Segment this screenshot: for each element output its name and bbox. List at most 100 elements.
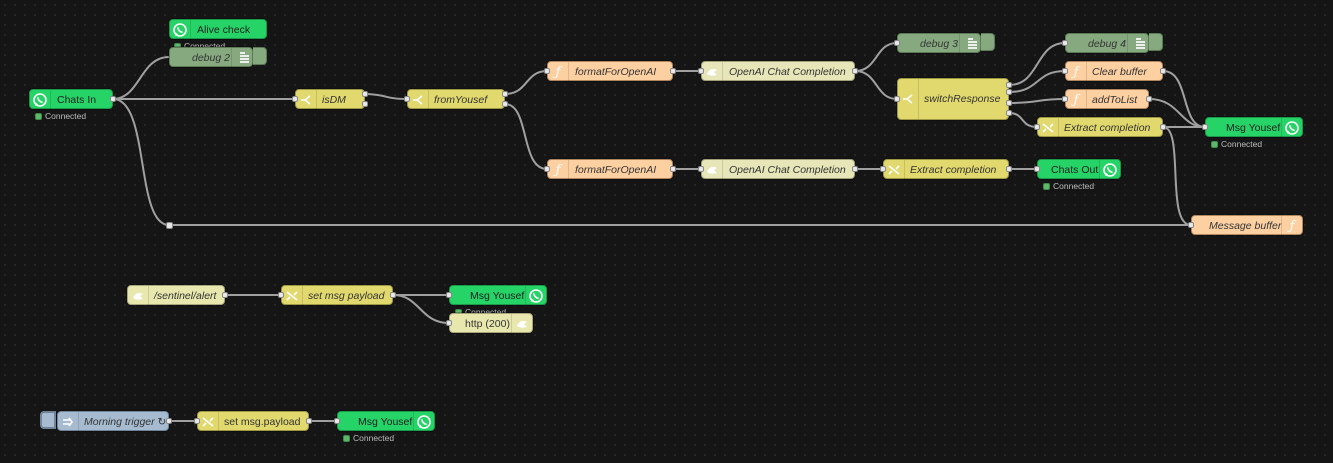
- alive-check-node[interactable]: Alive check: [169, 19, 267, 40]
- morning-trigger-node[interactable]: Morning trigger ↻: [57, 411, 169, 432]
- input-port[interactable]: [1202, 124, 1208, 130]
- output-port[interactable]: [852, 68, 858, 74]
- function-icon: ƒ: [1066, 90, 1087, 110]
- input-port[interactable]: [446, 292, 452, 298]
- input-port[interactable]: [880, 166, 886, 172]
- switch-icon: [898, 79, 919, 119]
- chats-in-node[interactable]: Chats In: [29, 89, 113, 110]
- input-port[interactable]: [894, 96, 900, 102]
- input-port[interactable]: [194, 418, 200, 424]
- output-port[interactable]: [222, 292, 228, 298]
- from-yousef-node[interactable]: fromYousef: [407, 89, 505, 110]
- whatsapp-icon: [525, 286, 546, 306]
- is-dm-node[interactable]: isDM: [295, 89, 365, 110]
- input-port[interactable]: [1188, 222, 1194, 228]
- input-port[interactable]: [404, 96, 410, 102]
- format-for-openai-node[interactable]: ƒ formatForOpenAI: [547, 61, 673, 82]
- output-port[interactable]: [390, 292, 396, 298]
- switch-response-node[interactable]: switchResponse: [897, 78, 1009, 120]
- change-icon: [198, 412, 219, 432]
- extract-completion-node[interactable]: Extract completion: [883, 159, 1009, 180]
- change-icon: [1038, 118, 1059, 138]
- output-port[interactable]: [1006, 89, 1012, 95]
- output-port[interactable]: [362, 91, 368, 97]
- debug-toggle-button[interactable]: [1149, 33, 1163, 51]
- add-to-list-node[interactable]: ƒ addToList: [1065, 89, 1149, 110]
- wire: [504, 103, 548, 170]
- input-port[interactable]: [894, 40, 900, 46]
- debug-4-node[interactable]: debug 4: [1065, 33, 1149, 54]
- change-icon: [282, 286, 303, 306]
- wire: [854, 70, 898, 100]
- inject-trigger-button[interactable]: [40, 411, 56, 429]
- input-port[interactable]: [278, 292, 284, 298]
- debug-3-node[interactable]: debug 3: [897, 33, 981, 54]
- input-port[interactable]: [1062, 68, 1068, 74]
- output-port[interactable]: [502, 91, 508, 97]
- input-port[interactable]: [698, 166, 704, 172]
- debug-toggle-button[interactable]: [981, 33, 995, 51]
- input-port[interactable]: [292, 96, 298, 102]
- output-port[interactable]: [1006, 166, 1012, 172]
- output-port[interactable]: [852, 166, 858, 172]
- whatsapp-icon: [1099, 160, 1120, 180]
- input-port[interactable]: [1034, 166, 1040, 172]
- input-port[interactable]: [544, 68, 550, 74]
- output-port[interactable]: [502, 101, 508, 107]
- debug-toggle-button[interactable]: [253, 47, 267, 65]
- msg-yousef-node[interactable]: Msg Yousef: [1205, 117, 1303, 138]
- chats-out-node[interactable]: Chats Out: [1037, 159, 1121, 180]
- node-label: switchResponse: [924, 93, 1001, 105]
- clear-buffer-node[interactable]: ƒ Clear buffer: [1065, 61, 1163, 82]
- node-label: Msg Yousef: [470, 290, 525, 302]
- output-port[interactable]: [1146, 96, 1152, 102]
- output-port[interactable]: [110, 96, 116, 102]
- output-port[interactable]: [1006, 82, 1012, 88]
- input-port[interactable]: [1062, 40, 1068, 46]
- output-port[interactable]: [1006, 100, 1012, 106]
- node-label: formatForOpenAI: [575, 164, 657, 176]
- node-label: Extract completion: [910, 164, 997, 176]
- http-response-node[interactable]: http (200): [449, 313, 533, 334]
- wire-junction[interactable]: [166, 222, 173, 229]
- status-badge: Connected: [343, 433, 394, 443]
- extract-completion-node[interactable]: Extract completion: [1037, 117, 1163, 138]
- input-port[interactable]: [334, 418, 340, 424]
- node-label: http (200): [465, 318, 510, 330]
- wire: [364, 93, 408, 100]
- openai-chat-completion-node[interactable]: OpenAI Chat Completion: [701, 61, 855, 82]
- switch-icon: [408, 90, 429, 110]
- set-msg-payload-node[interactable]: set msg.payload: [197, 411, 309, 432]
- output-port[interactable]: [362, 101, 368, 107]
- input-port[interactable]: [1062, 96, 1068, 102]
- format-for-openai-node[interactable]: ƒ formatForOpenAI: [547, 159, 673, 180]
- output-port[interactable]: [1160, 68, 1166, 74]
- input-port[interactable]: [698, 68, 704, 74]
- whatsapp-icon: [1281, 118, 1302, 138]
- input-port[interactable]: [544, 166, 550, 172]
- output-port[interactable]: [670, 68, 676, 74]
- change-icon: [884, 160, 905, 180]
- output-port[interactable]: [166, 418, 172, 424]
- msg-yousef-node[interactable]: Msg Yousef: [449, 285, 547, 306]
- message-buffer-node[interactable]: Message buffer ƒ: [1191, 215, 1303, 236]
- output-port[interactable]: [1006, 110, 1012, 116]
- input-port[interactable]: [1034, 124, 1040, 130]
- msg-yousef-node[interactable]: Msg Yousef: [337, 411, 435, 432]
- set-msg-payload-node[interactable]: set msg payload: [281, 285, 393, 306]
- node-label: Message buffer: [1209, 220, 1282, 232]
- output-port[interactable]: [670, 166, 676, 172]
- whatsapp-icon: [170, 20, 191, 40]
- output-port[interactable]: [306, 418, 312, 424]
- node-label: set msg payload: [308, 290, 385, 302]
- wire: [1008, 98, 1066, 104]
- sentinel-alert-node[interactable]: /sentinel/alert: [127, 285, 225, 306]
- node-label: Clear buffer: [1092, 66, 1147, 78]
- input-port[interactable]: [446, 320, 452, 326]
- output-port[interactable]: [1160, 124, 1166, 130]
- node-label: Extract completion: [1064, 122, 1151, 134]
- debug-2-node[interactable]: debug 2: [169, 47, 253, 68]
- wire: [854, 42, 898, 72]
- openai-chat-completion-node[interactable]: OpenAI Chat Completion: [701, 159, 855, 180]
